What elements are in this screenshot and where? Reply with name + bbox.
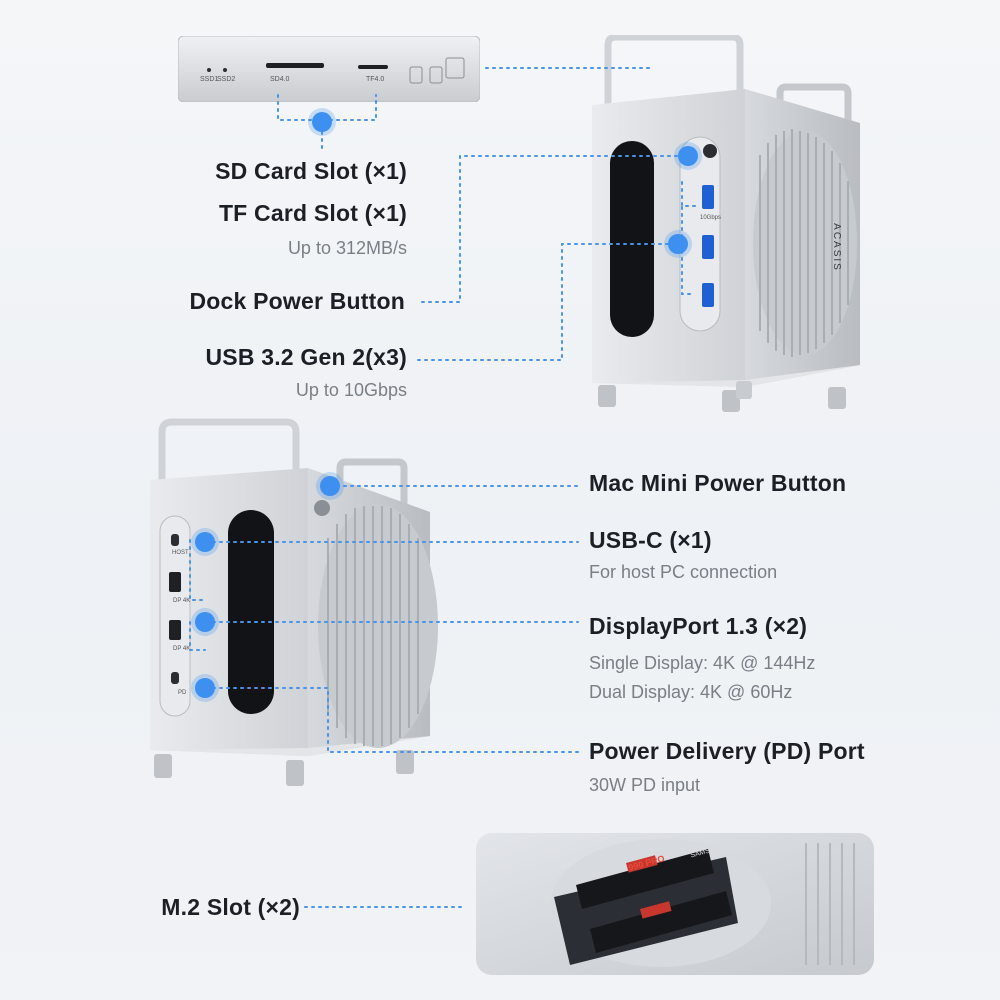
- ssd1-label: SSD1: [200, 76, 219, 83]
- ssd2-label: SSD2: [217, 76, 236, 83]
- usb-port-speed-label: 10Gbps: [700, 215, 722, 221]
- displayport-dot: [195, 612, 215, 632]
- dock-power-dot: [678, 146, 698, 166]
- dp-single-note: Single Display: 4K @ 144Hz: [589, 653, 816, 673]
- mac-mini-power-button-label: Mac Mini Power Button: [589, 470, 847, 496]
- tf-card-slot-label: TF Card Slot (×1): [218, 200, 407, 226]
- card-slot-dot: [312, 112, 332, 132]
- sd-slot-label: SD4.0: [270, 76, 290, 83]
- usb32-dot: [668, 234, 688, 254]
- sd-card-slot-label: SD Card Slot (×1): [215, 158, 407, 184]
- usb32-speed-note: Up to 10Gbps: [295, 380, 407, 400]
- pd-port-label: PD: [178, 690, 187, 696]
- mac-power-dot: [320, 476, 340, 496]
- pd-port-label-text: Power Delivery (PD) Port: [589, 738, 865, 764]
- dp-port-label-1: DP 4K: [173, 598, 191, 604]
- host-port-label: HOST: [172, 550, 189, 556]
- dp-dual-note: Dual Display: 4K @ 60Hz: [589, 682, 793, 702]
- m2-slot-label: M.2 Slot (×2): [161, 894, 300, 920]
- card-reader-panel: [178, 36, 480, 102]
- usbc-note: For host PC connection: [589, 562, 778, 582]
- pd-note: 30W PD input: [589, 775, 701, 795]
- m2-photo-panel: [476, 833, 874, 975]
- usbc-label: USB-C (×1): [589, 527, 712, 553]
- usbc-dot: [195, 532, 215, 552]
- card-speed-note: Up to 312MB/s: [287, 238, 407, 258]
- pd-port-dot: [195, 678, 215, 698]
- dp-port-label-2: DP 4K: [173, 646, 191, 652]
- displayport-label: DisplayPort 1.3 (×2): [589, 613, 808, 639]
- usb32-label: USB 3.2 Gen 2(x3): [205, 344, 407, 370]
- tf-slot-label: TF4.0: [366, 76, 385, 83]
- dock-power-button-label: Dock Power Button: [189, 288, 405, 314]
